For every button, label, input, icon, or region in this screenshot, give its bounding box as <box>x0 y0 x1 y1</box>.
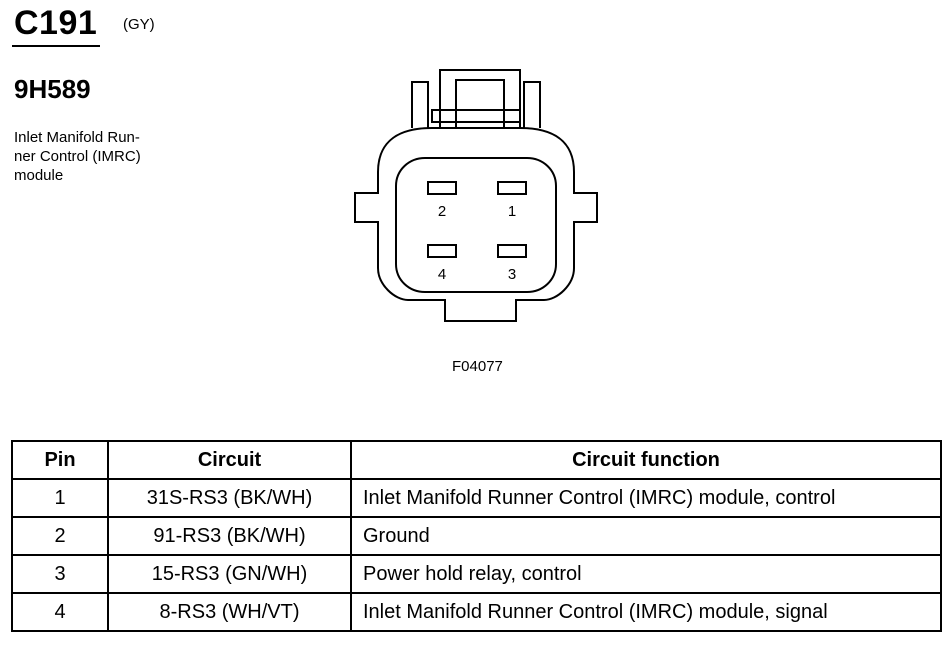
header-circuit: Circuit <box>107 440 352 480</box>
locking-latch <box>411 69 541 129</box>
pin-label-4: 4 <box>438 266 446 283</box>
cell-pin: 2 <box>11 516 109 556</box>
description-line-2: ner Control (IMRC) <box>14 148 141 165</box>
pinout-table: Pin Circuit Circuit function 1 31S-RS3 (… <box>11 440 942 632</box>
cell-pin: 3 <box>11 554 109 594</box>
table-row: 2 91-RS3 (BK/WH) Ground <box>11 516 942 556</box>
cell-circuit: 15-RS3 (GN/WH) <box>107 554 352 594</box>
cell-circuit-function: Inlet Manifold Runner Control (IMRC) mod… <box>350 592 942 632</box>
connector-id: C191 <box>14 4 98 42</box>
description-line-1: Inlet Manifold Run- <box>14 129 140 146</box>
table-row: 1 31S-RS3 (BK/WH) Inlet Manifold Runner … <box>11 478 942 518</box>
part-number: 9H589 <box>14 74 91 104</box>
table-row: 4 8-RS3 (WH/VT) Inlet Manifold Runner Co… <box>11 592 942 632</box>
header-circuit-function: Circuit function <box>350 440 942 480</box>
description-line-3: module <box>14 167 64 184</box>
cell-circuit-function: Power hold relay, control <box>350 554 942 594</box>
cell-pin: 4 <box>11 592 109 632</box>
pin-label-2: 2 <box>438 203 446 220</box>
pin-label-3: 3 <box>508 266 516 283</box>
connector-color-code: (GY) <box>123 16 155 33</box>
table-row: 3 15-RS3 (GN/WH) Power hold relay, contr… <box>11 554 942 594</box>
cell-circuit-function: Inlet Manifold Runner Control (IMRC) mod… <box>350 478 942 518</box>
header-pin: Pin <box>11 440 109 480</box>
pin-3-terminal <box>497 244 527 258</box>
cell-pin: 1 <box>11 478 109 518</box>
cell-circuit: 8-RS3 (WH/VT) <box>107 592 352 632</box>
table-header-row: Pin Circuit Circuit function <box>11 440 942 480</box>
component-description: Inlet Manifold Run- ner Control (IMRC) m… <box>14 128 174 185</box>
pin-4-terminal <box>427 244 457 258</box>
connector-face-diagram: 2 1 4 3 <box>354 69 598 322</box>
pin-label-1: 1 <box>508 203 516 220</box>
figure-code: F04077 <box>452 358 503 375</box>
connector-inner-cavity <box>395 157 557 293</box>
cell-circuit: 91-RS3 (BK/WH) <box>107 516 352 556</box>
cell-circuit: 31S-RS3 (BK/WH) <box>107 478 352 518</box>
cell-circuit-function: Ground <box>350 516 942 556</box>
connector-id-underline <box>12 45 100 47</box>
pin-1-terminal <box>497 181 527 195</box>
pin-2-terminal <box>427 181 457 195</box>
